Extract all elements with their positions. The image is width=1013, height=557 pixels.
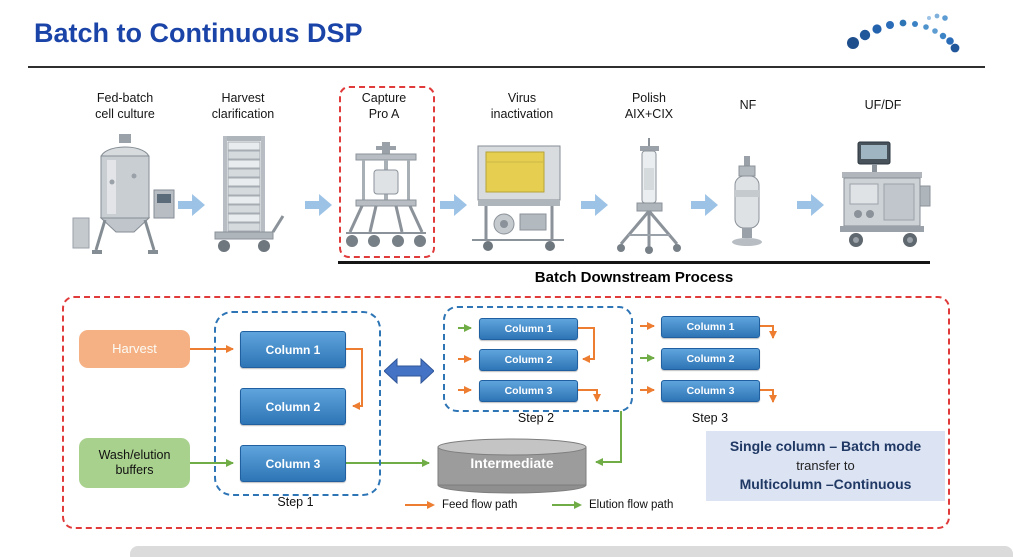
title-divider	[28, 66, 985, 68]
column-node-step1-2: Column 2	[240, 388, 346, 425]
stage-label-virus-inactivation: Virus inactivation	[490, 91, 554, 122]
capture-highlight-box	[339, 86, 435, 258]
harvest-node: Harvest	[79, 330, 190, 368]
column-node-step3-2: Column 2	[661, 348, 760, 370]
legend-feed: Feed flow path	[405, 499, 517, 511]
intermediate-label: Intermediate	[470, 455, 554, 471]
step1-group-box	[214, 311, 381, 496]
company-logo	[847, 13, 960, 53]
nf-cartridge-illustration	[714, 152, 782, 257]
filtration-stack-illustration	[197, 130, 289, 263]
stage-arrow-icon	[797, 194, 824, 216]
legend-elution-label: Elution flow path	[589, 499, 674, 511]
ufdf-skid-illustration	[828, 138, 936, 263]
capture-skid-illustration	[340, 140, 432, 257]
step1-label: Step 1	[277, 495, 314, 509]
stage-label-uf-df: UF/DF	[864, 98, 902, 112]
virus-inactivation-illustration	[464, 140, 574, 261]
feed-arrow-icon	[405, 501, 435, 509]
footer-strip	[130, 546, 1013, 557]
column-node-step2-2: Column 2	[479, 349, 578, 371]
stage-arrow-icon	[440, 194, 467, 216]
mode-transfer-note: Single column – Batch mode transfer to M…	[706, 431, 945, 501]
stage-arrow-icon	[305, 194, 332, 216]
step2-label: Step 2	[517, 411, 555, 425]
column-node-step1-3: Column 3	[240, 445, 346, 482]
legend-feed-label: Feed flow path	[442, 499, 518, 511]
column-node-step3-1: Column 1	[661, 316, 760, 338]
legend-elution: Elution flow path	[552, 499, 673, 511]
note-line-3: Multicolumn –Continuous	[739, 476, 912, 493]
intermediate-tank-icon	[437, 438, 587, 494]
stage-label-nf: NF	[739, 98, 757, 112]
stage-label-harvest-clarification: Harvest clarification	[211, 91, 275, 122]
continuous-diagram-box	[62, 296, 950, 529]
bioreactor-illustration	[72, 132, 177, 265]
buffers-node: Wash/elution buffers	[79, 438, 190, 488]
slide-title: Batch to Continuous DSP	[34, 18, 363, 48]
column-node-step3-3: Column 3	[661, 380, 760, 402]
stage-label-polish-aix-cix: Polish AIX+CIX	[624, 91, 674, 122]
step2-group-box	[443, 306, 633, 412]
column-node-step2-1: Column 1	[479, 318, 578, 340]
column-node-step2-3: Column 3	[479, 380, 578, 402]
batch-process-underline	[338, 261, 930, 264]
polish-column-illustration	[604, 138, 694, 263]
column-node-step1-1: Column 1	[240, 331, 346, 368]
elution-arrow-icon	[552, 501, 582, 509]
note-line-1: Single column – Batch mode	[729, 438, 922, 455]
batch-process-label: Batch Downstream Process	[534, 269, 734, 286]
stage-label-capture-pro-a: Capture Pro A	[361, 91, 407, 122]
note-line-2: transfer to	[796, 457, 855, 473]
stage-label-fed-batch-cell-culture: Fed-batch cell culture	[95, 91, 155, 122]
transfer-double-arrow-icon	[384, 357, 434, 385]
step3-label: Step 3	[691, 411, 729, 425]
